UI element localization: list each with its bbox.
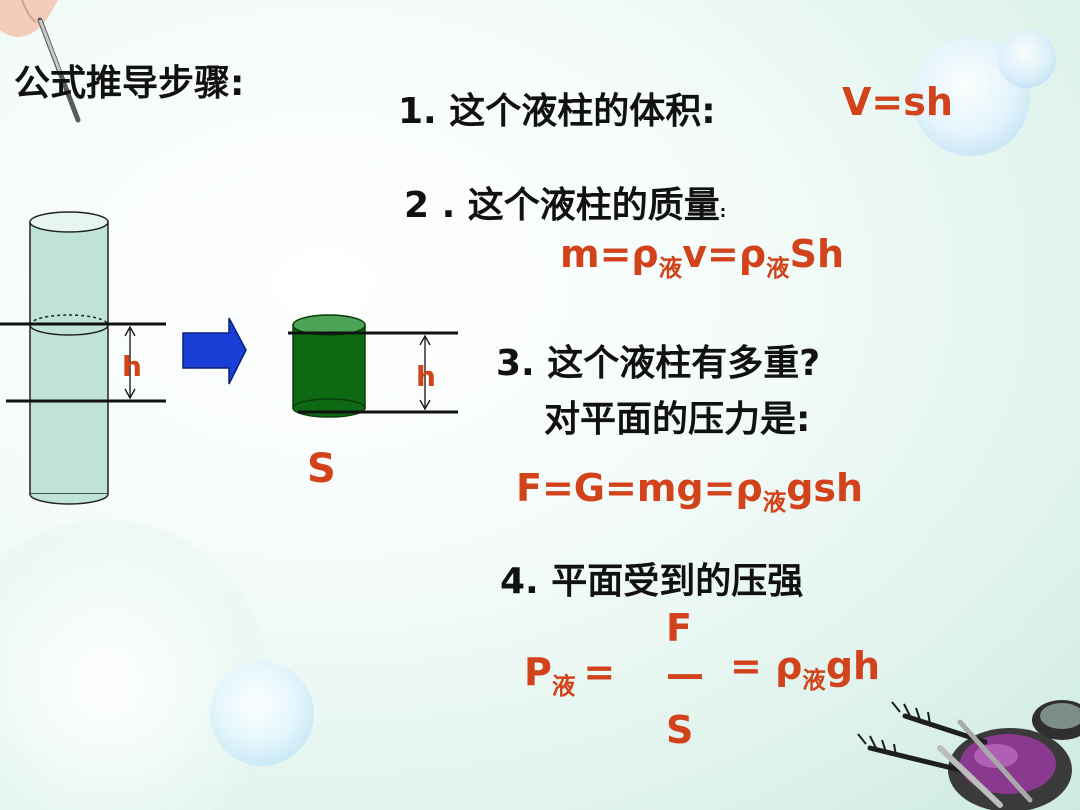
right-height-arrow xyxy=(419,334,431,411)
step3-formula-part: F=G=mg=ρ xyxy=(516,466,763,510)
cosmetics-icon xyxy=(857,700,1080,810)
step3-line1: 3. 这个液柱有多重? xyxy=(496,343,821,384)
fraction-bar: — xyxy=(666,652,704,696)
step2-formula-part: v=ρ xyxy=(682,232,767,276)
step2-label: 2 . 这个液柱的质量: xyxy=(404,176,726,228)
left-height-arrow xyxy=(124,325,136,400)
fraction-numerator: F xyxy=(666,606,692,650)
equals-sign: = xyxy=(583,650,616,694)
decor-bubble-small-bottom xyxy=(210,662,314,766)
result-rho: = ρ xyxy=(730,644,803,688)
decor-bubble-top-right-small xyxy=(998,30,1056,88)
tall-column-diagram xyxy=(29,211,109,505)
step2-sub: 液 xyxy=(658,253,683,282)
fraction-denominator: S xyxy=(666,708,694,752)
step3-line2: 对平面的压力是: xyxy=(544,399,811,440)
step1-label: 1. 这个液柱的体积: xyxy=(398,91,716,132)
step2-text: 2 . 这个液柱的质量 xyxy=(404,185,720,226)
small-column-diagram xyxy=(292,314,366,418)
right-arrow-icon xyxy=(182,317,247,385)
step4-label: 4. 平面受到的压强 xyxy=(500,561,804,602)
step2-sub: 液 xyxy=(766,253,790,282)
step1-formula: V=sh xyxy=(842,80,953,124)
height-label-right: h xyxy=(416,360,436,393)
hand-brush-icon xyxy=(0,0,81,123)
step4-pressure-symbol: P液= xyxy=(524,650,615,701)
step4-result: = ρ液gh xyxy=(730,644,880,695)
page-title: 公式推导步骤: xyxy=(14,63,245,104)
step3-formula: F=G=mg=ρ液gsh xyxy=(516,466,863,517)
step2-formula-part: m=ρ xyxy=(560,232,659,276)
step2-colon: : xyxy=(719,202,727,221)
pressure-p: P xyxy=(524,650,552,694)
height-label-left: h xyxy=(122,350,142,383)
step2-formula-part: Sh xyxy=(789,232,844,276)
step3-sub: 液 xyxy=(762,487,787,516)
step2-formula: m=ρ液v=ρ液Sh xyxy=(560,232,844,283)
pressure-sub: 液 xyxy=(551,671,576,700)
step3-formula-part: gsh xyxy=(786,466,864,510)
result-sub: 液 xyxy=(802,665,826,694)
area-label-s: S xyxy=(307,446,336,492)
result-tail: gh xyxy=(825,644,881,688)
